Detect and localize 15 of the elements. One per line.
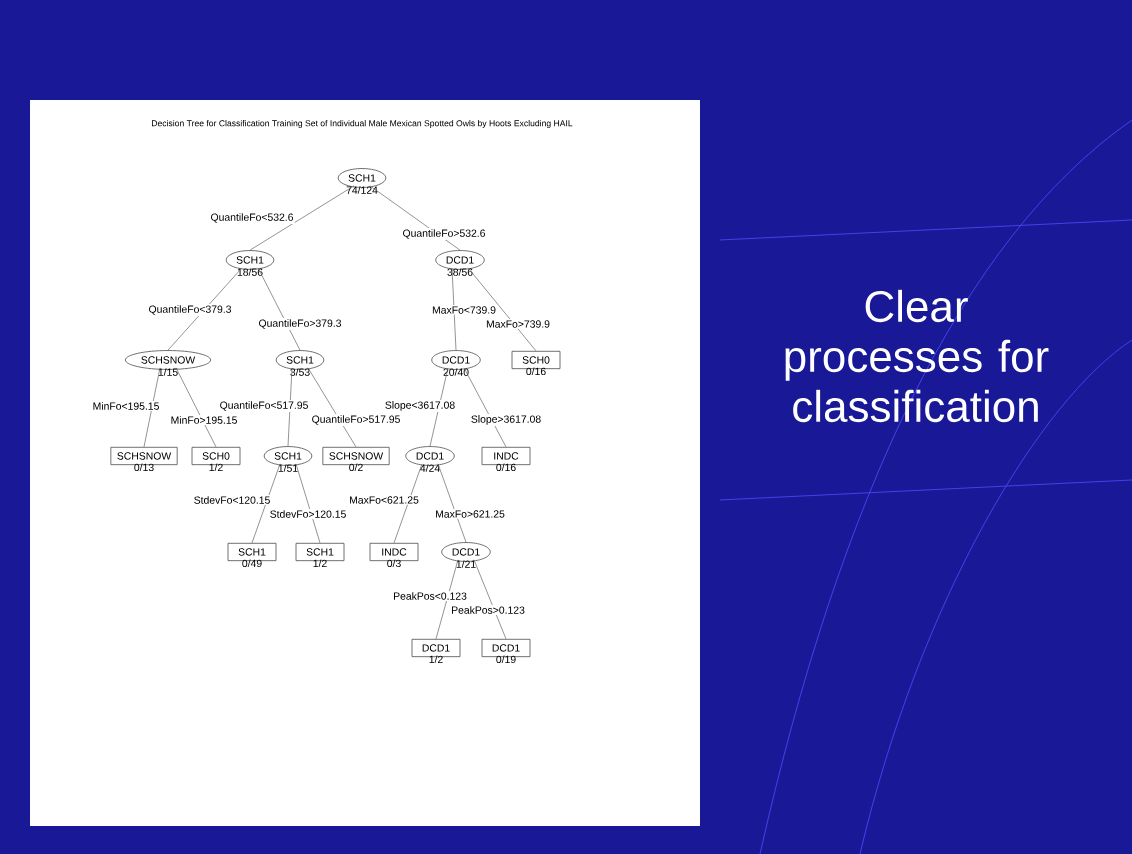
branch-line [463,367,507,448]
branch-line [473,559,507,640]
branch-line [257,267,301,351]
branch-line [143,367,161,448]
branch-line [393,463,423,544]
branch-line [437,463,467,543]
branch-line [249,185,355,251]
branch-line [175,367,217,448]
branch-line [251,463,281,544]
branch-line [295,463,321,544]
branch-line [435,559,459,640]
branch-line [467,267,537,352]
branch-line [167,267,243,351]
slide-heading: Clear processes for classification [785,289,1049,423]
branch-line [451,267,457,351]
